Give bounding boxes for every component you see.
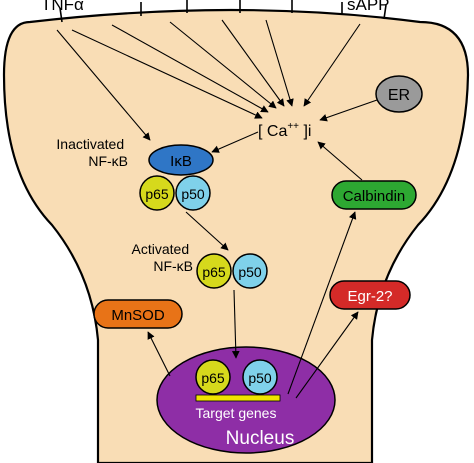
- arrow-nucleus-to-calbindin: [287, 211, 357, 395]
- arrow-sapp-to-calcium: [303, 23, 361, 107]
- receptor-tick: [383, 4, 387, 20]
- sapp-label: sAPP: [347, 0, 390, 14]
- p65-nuclear-label: p65: [201, 370, 225, 386]
- target-genes-bar: [195, 394, 281, 402]
- p50-active-node: [232, 253, 268, 289]
- egr2-label: Egr-2?: [347, 288, 392, 305]
- p65-active-node: [196, 253, 232, 289]
- p50-nuclear-label: p50: [248, 370, 272, 386]
- mnsod-label: MnSOD: [111, 307, 165, 324]
- arrow-receptor3-to-calcium: [169, 21, 277, 109]
- tnf-alpha-label: TNFα: [41, 0, 84, 14]
- p65-active-label: p65: [202, 264, 226, 280]
- p65-inactive-node: [139, 175, 175, 211]
- arrows: [56, 19, 378, 399]
- p50-nuclear-node: [242, 359, 278, 395]
- arrow-calbindin-to-calcium: [317, 141, 363, 181]
- er-label: ER: [388, 87, 410, 104]
- arrow-receptor2-to-calcium: [111, 24, 269, 113]
- arrow-er-to-calcium: [319, 99, 378, 122]
- nucleus-label: Nucleus: [226, 428, 295, 449]
- p65-nuclear-node: [195, 359, 231, 395]
- p65-inactive-label: p65: [145, 186, 169, 202]
- arrow-inactive-to-active: [185, 211, 229, 251]
- arrow-active-to-nucleus: [231, 289, 240, 359]
- receptor-tick: [59, 7, 63, 23]
- p50-active-label: p50: [238, 264, 262, 280]
- arrow-receptor4-to-calcium: [221, 19, 285, 107]
- arrow-receptor5-to-calcium: [265, 19, 294, 107]
- egr2-node: [329, 280, 411, 310]
- arrow-tnf-to-ikb: [56, 29, 151, 141]
- arrow-nucleus-to-mnsod: [147, 331, 171, 377]
- arrow-receptor1-to-calcium: [71, 29, 263, 119]
- mnsod-node: [93, 299, 183, 329]
- target-genes-label: Target genes: [196, 405, 277, 421]
- calbindin-node: [331, 180, 417, 210]
- er-node: [375, 75, 423, 113]
- p50-inactive-label: p50: [181, 186, 205, 202]
- ikb-label: IκB: [170, 153, 192, 170]
- calbindin-label: Calbindin: [343, 188, 406, 205]
- calcium-label: [ Ca++ ]i: [258, 121, 311, 140]
- arrow-calcium-to-ikb: [211, 131, 259, 153]
- activated-label: Activated NF-κB: [132, 241, 193, 274]
- cell-body: [2, 8, 470, 463]
- ikb-node: [148, 144, 214, 176]
- p50-inactive-node: [175, 175, 211, 211]
- arrow-nucleus-to-egr2: [295, 311, 359, 399]
- membrane-receptors: [59, 0, 387, 23]
- inactivated-label: Inactivated NF-κB: [56, 136, 128, 169]
